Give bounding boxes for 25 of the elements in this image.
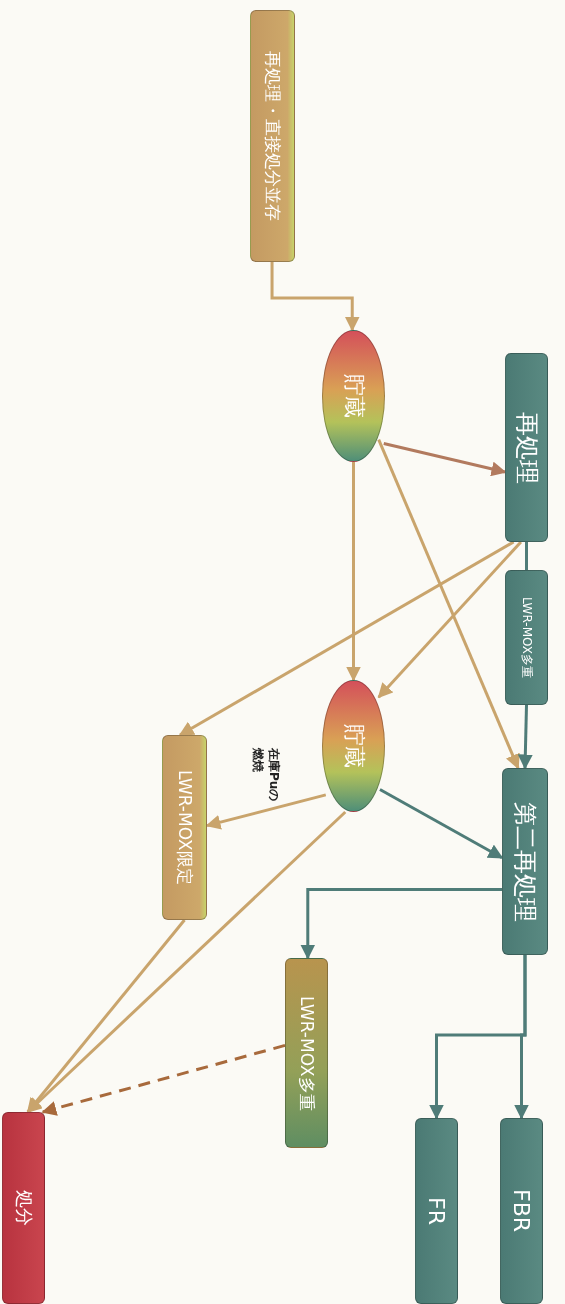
reactor-box: FR bbox=[415, 1118, 458, 1304]
process-box: LWR-MOX限定 bbox=[162, 735, 207, 920]
arrow bbox=[26, 919, 186, 1114]
arrow bbox=[514, 955, 529, 1120]
process-box: 再処理 bbox=[505, 353, 548, 542]
arrow bbox=[41, 1043, 286, 1116]
arrow bbox=[377, 438, 520, 770]
process-box: LWR-MOX多重 bbox=[285, 958, 328, 1148]
process-box: LWR-MOX多重 bbox=[505, 570, 548, 705]
disposal-box: 処分 bbox=[2, 1112, 45, 1304]
arrow bbox=[383, 442, 507, 477]
arrow bbox=[178, 540, 515, 737]
storage-ellipse: 貯蔵 bbox=[322, 680, 385, 812]
process-box: 第二再処理 bbox=[502, 768, 548, 955]
arrow bbox=[379, 788, 504, 860]
reactor-box: FBR bbox=[500, 1118, 543, 1304]
arrow bbox=[300, 888, 502, 960]
arrow bbox=[377, 541, 522, 699]
arrow bbox=[517, 704, 533, 770]
arrow bbox=[270, 262, 360, 332]
arrow bbox=[346, 462, 361, 682]
storage-ellipse: 貯蔵 bbox=[322, 330, 385, 462]
arrow bbox=[205, 793, 327, 830]
scenario-box: 再処理・直接処分並存 bbox=[250, 10, 295, 262]
edge-label: 在庫Puの燃焼 bbox=[250, 748, 282, 804]
